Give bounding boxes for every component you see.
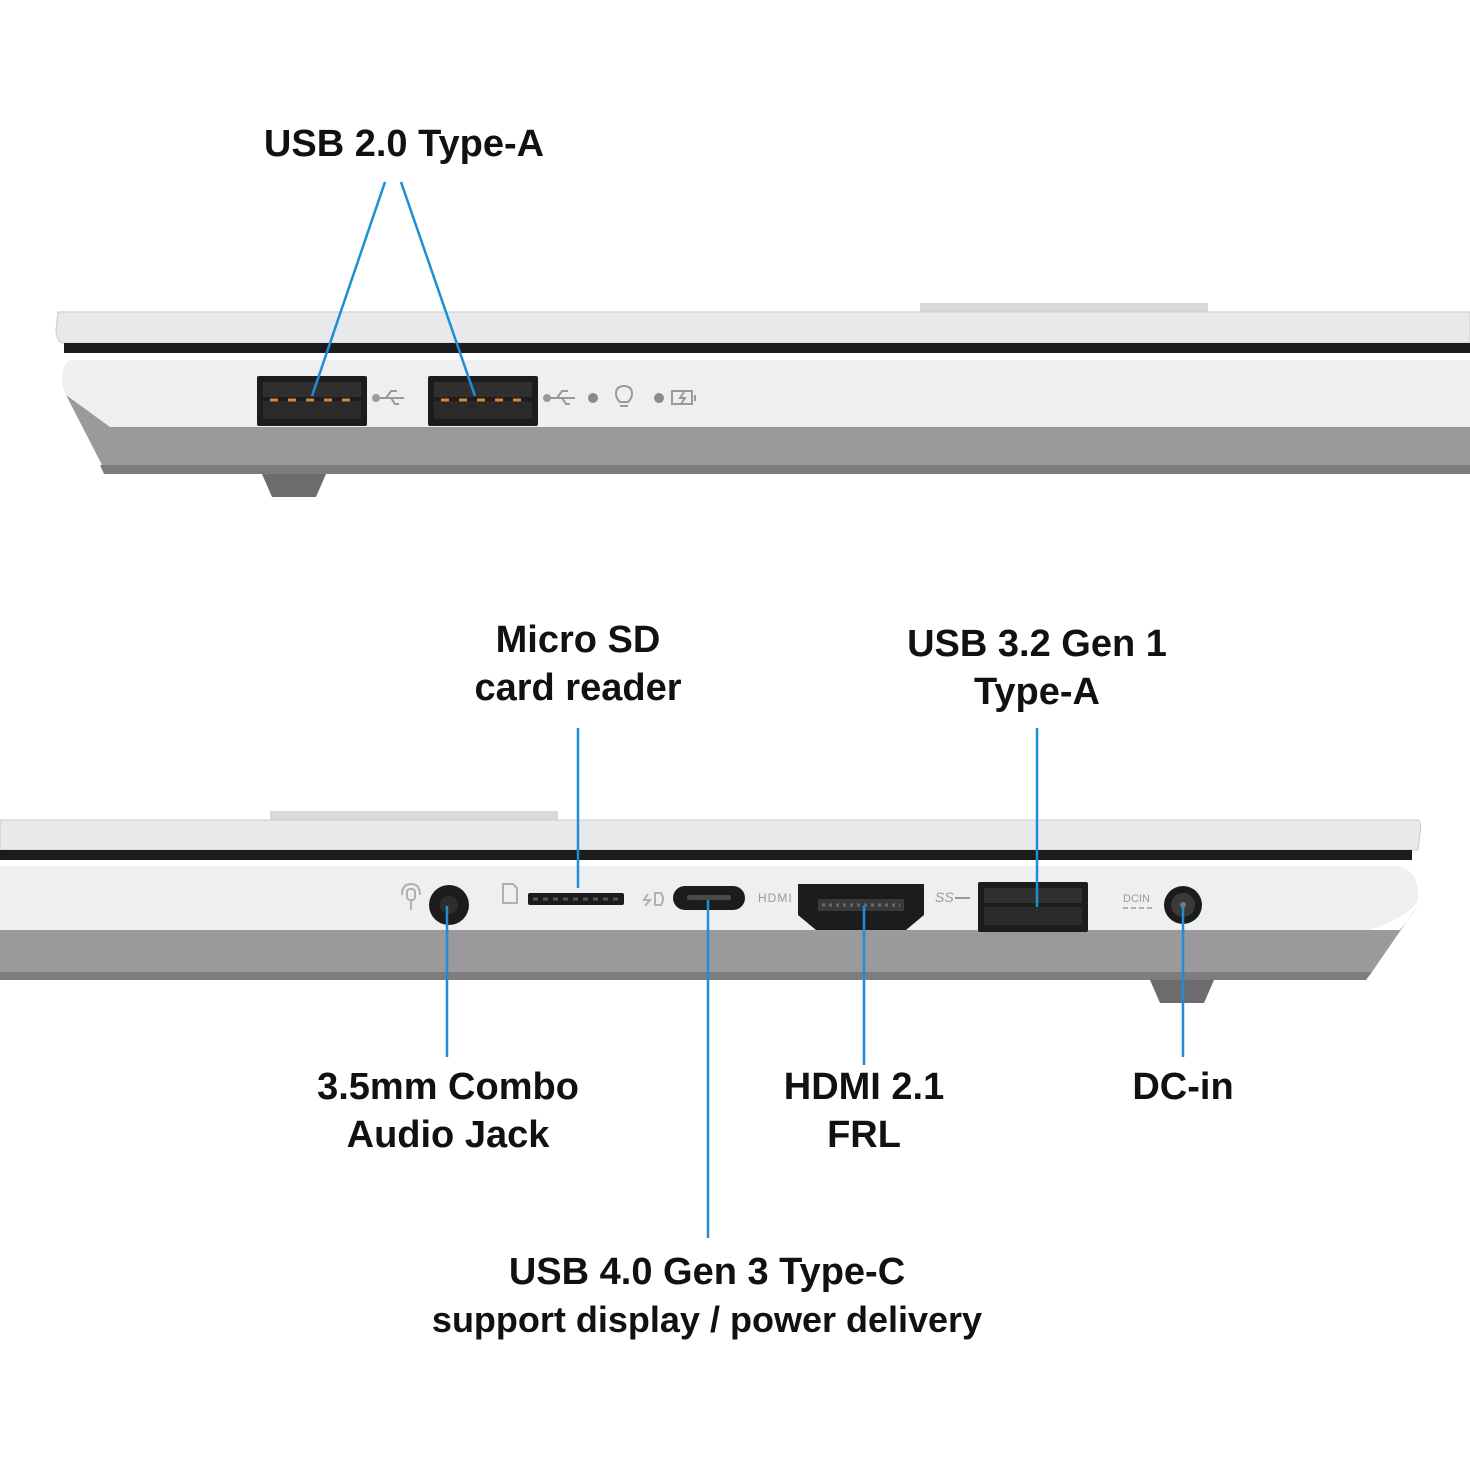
- usb-icon: [372, 390, 404, 405]
- label-usb-4-0: USB 4.0 Gen 3 Type-C support display / p…: [407, 1248, 1007, 1344]
- label-hdmi: HDMI 2.1 FRL: [714, 1063, 1014, 1159]
- label-micro-sd-line2: card reader: [474, 667, 682, 709]
- headset-icon: [401, 882, 421, 910]
- top-foot: [262, 474, 326, 497]
- label-hdmi-line2: FRL: [827, 1114, 901, 1156]
- usb-3-2-type-a-port: [978, 882, 1088, 932]
- hdmi-port: [798, 884, 924, 930]
- leader-line-usb2-port1: [310, 181, 387, 397]
- label-audio-jack-line1: 3.5mm Combo: [317, 1066, 579, 1108]
- label-micro-sd-line1: Micro SD: [495, 619, 661, 661]
- label-usb-2-0-text: USB 2.0 Type-A: [263, 123, 545, 165]
- micro-sd-slot: [528, 893, 624, 905]
- label-usb-3-2-line2: Type-A: [974, 671, 1100, 713]
- top-body: [62, 360, 1470, 427]
- sd-card-icon: [502, 883, 518, 904]
- leader-line-usb2-port2: [399, 181, 477, 397]
- bottom-body-bottom: [0, 972, 1372, 980]
- label-hdmi-line1: HDMI 2.1: [783, 1066, 945, 1108]
- usb-icon: [543, 390, 575, 405]
- hdmi-marking: HDMI: [758, 891, 793, 905]
- dc-in-port: [1164, 886, 1202, 924]
- label-micro-sd: Micro SD card reader: [428, 616, 728, 712]
- label-usb-3-2-line1: USB 3.2 Gen 1: [907, 623, 1167, 665]
- label-usb-4-0-line1: USB 4.0 Gen 3 Type-C: [508, 1251, 906, 1293]
- top-lid: [55, 311, 1470, 344]
- power-indicator-icon: [614, 384, 634, 407]
- bottom-lid: [0, 819, 1422, 851]
- label-usb-2-0: USB 2.0 Type-A: [254, 120, 554, 168]
- usb-2-0-type-a-port-1: [257, 376, 367, 426]
- label-audio-jack: 3.5mm Combo Audio Jack: [298, 1063, 598, 1159]
- power-led-dot: [588, 393, 598, 403]
- top-lid-bump: [920, 303, 1208, 312]
- label-usb-3-2: USB 3.2 Gen 1 Type-A: [887, 620, 1187, 716]
- label-audio-jack-line2: Audio Jack: [346, 1114, 550, 1156]
- usb-c-port: [673, 886, 745, 910]
- usb-2-0-type-a-port-2: [428, 376, 538, 426]
- dcin-marking: DCIN: [1123, 893, 1150, 905]
- thunderbolt-display-icon: [642, 892, 664, 907]
- bottom-laptop-side-view: HDMI SS DCIN: [0, 728, 1422, 1238]
- top-laptop-side-view: [55, 181, 1470, 497]
- label-dc-in-text: DC-in: [1132, 1066, 1234, 1108]
- label-dc-in: DC-in: [1083, 1063, 1283, 1111]
- svg-text:SS: SS: [935, 889, 954, 905]
- audio-jack-port: [429, 885, 469, 925]
- top-body-lower: [66, 395, 1470, 465]
- charge-led-dot: [654, 393, 664, 403]
- superspeed-usb-icon: SS: [935, 889, 970, 905]
- top-body-bottom: [100, 465, 1470, 474]
- bottom-hinge-gap: [0, 850, 1412, 860]
- bottom-lid-bump: [270, 811, 558, 820]
- battery-charge-icon: [671, 390, 696, 405]
- top-hinge-gap: [64, 343, 1470, 353]
- label-usb-4-0-line2: support display / power delivery: [431, 1299, 983, 1340]
